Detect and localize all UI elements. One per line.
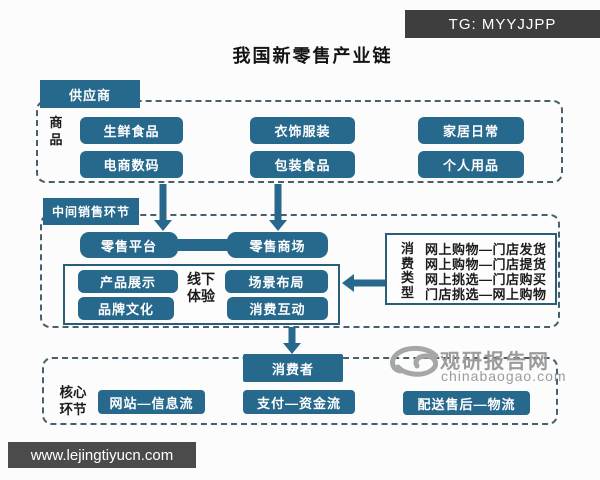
middle-header: 中间销售环节	[43, 198, 139, 225]
core-box-payment-capital-flow: 支付—资金流	[243, 390, 355, 414]
goods-side-label: 商品	[49, 115, 63, 147]
watermark-name: 观研报告网	[440, 351, 550, 373]
platform-mall-connector	[176, 239, 229, 251]
consume-type-lines: 网上购物—门店发货 网上购物—门店提货 网上挑选—门店购买 门店挑选—网上购物	[425, 242, 547, 302]
core-side-label: 核心环节	[59, 385, 87, 417]
box-label: 零售商场	[249, 238, 306, 254]
box-label: 包装食品	[274, 158, 331, 173]
watermark-domain: chinabaogao.com	[441, 368, 567, 384]
supplier-box-home-daily: 家居日常	[418, 117, 524, 144]
supplier-header: 供应商	[40, 80, 140, 108]
box-label: 消费互动	[249, 302, 306, 317]
tg-badge: TG: MYYJJPP	[405, 10, 600, 38]
supplier-box-ecommerce-digital: 电商数码	[80, 151, 183, 178]
middle-dashed-box	[40, 214, 560, 328]
consume-type-side-label: 消费类型	[400, 241, 414, 300]
supplier-header-label: 供应商	[68, 87, 111, 103]
page-title: 我国新零售产业链	[232, 46, 393, 66]
watermark-logo-icon	[390, 345, 439, 377]
consume-type-line: 门店挑选—网上购物	[425, 287, 547, 302]
core-box-website-info-flow: 网站—信息流	[98, 390, 205, 414]
offline-box-brand-culture: 品牌文化	[78, 297, 174, 320]
box-label: 场景布局	[248, 275, 305, 290]
box-label: 配送售后—物流	[417, 396, 516, 412]
box-label: 家居日常	[442, 124, 499, 139]
offline-box-consumer-interaction: 消费互动	[227, 297, 328, 320]
consume-type-box: 消费类型 网上购物—门店发货 网上购物—门店提货 网上挑选—门店购买 门店挑选—…	[385, 233, 557, 305]
footer-url-bar: www.lejingtiyucn.com	[8, 442, 196, 468]
consume-type-line: 网上购物—门店提货	[425, 257, 547, 272]
box-label: 品牌文化	[97, 302, 154, 317]
offline-box-product-display: 产品展示	[78, 270, 178, 293]
supplier-box-apparel: 衣饰服装	[250, 117, 355, 144]
middle-header-label: 中间销售环节	[51, 205, 130, 219]
retail-mall-box: 零售商场	[227, 232, 328, 258]
core-box-delivery-logistics: 配送售后—物流	[403, 391, 530, 415]
box-label: 网站—信息流	[109, 395, 194, 411]
footer-url-text: www.lejingtiyucn.com	[30, 446, 174, 464]
box-label: 生鲜食品	[103, 124, 160, 139]
supplier-box-personal-items: 个人用品	[418, 151, 524, 178]
consume-type-line: 网上挑选—门店购买	[425, 272, 547, 287]
arrow-left-icon	[342, 274, 385, 292]
box-label: 消费者	[271, 361, 314, 377]
offline-center-label: 线下体验	[187, 271, 215, 304]
consume-type-line: 网上购物—门店发货	[425, 242, 547, 257]
retail-platform-box: 零售平台	[80, 232, 178, 258]
box-label: 零售平台	[100, 238, 157, 254]
supplier-dashed-box	[36, 100, 563, 183]
arrow-down-icon	[269, 184, 287, 231]
box-label: 衣饰服装	[274, 124, 331, 139]
supplier-box-fresh-food: 生鲜食品	[80, 117, 183, 144]
consumer-box: 消费者	[243, 354, 343, 382]
arrow-down-icon	[283, 327, 301, 354]
box-label: 电商数码	[103, 158, 160, 173]
box-label: 支付—资金流	[256, 395, 341, 411]
box-label: 产品展示	[99, 275, 156, 290]
offline-box-scene-layout: 场景布局	[225, 270, 328, 293]
supplier-box-packaged-food: 包装食品	[250, 151, 355, 178]
arrow-down-icon	[154, 184, 172, 231]
tg-badge-text: TG: MYYJJPP	[448, 15, 557, 33]
box-label: 个人用品	[442, 158, 499, 173]
